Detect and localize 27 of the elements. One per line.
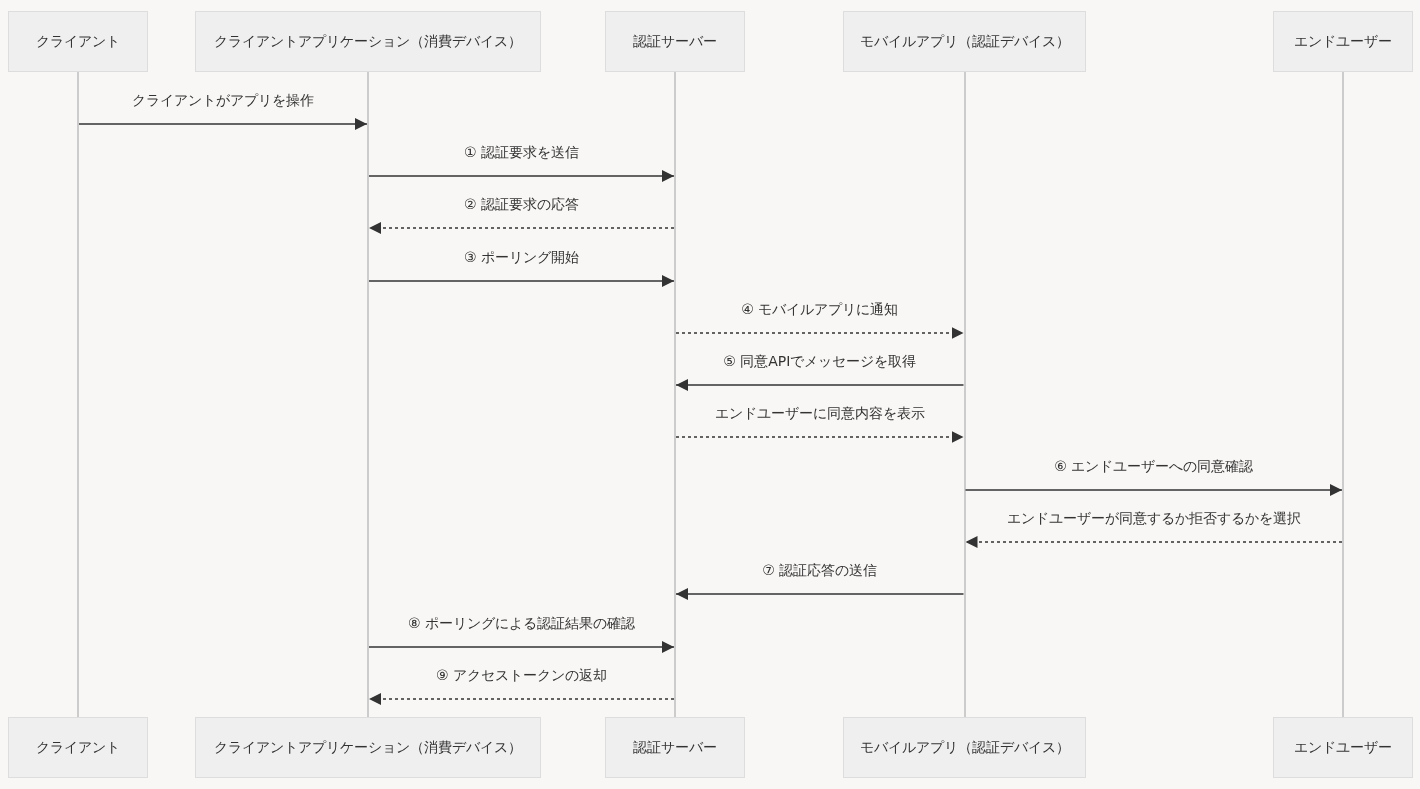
participant-box: クライアントアプリケーション（消費デバイス） — [195, 717, 541, 778]
participant-box: モバイルアプリ（認証デバイス） — [843, 11, 1086, 72]
message-arrow — [78, 118, 368, 130]
lifeline — [674, 72, 676, 717]
participant-box: クライアントアプリケーション（消費デバイス） — [195, 11, 541, 72]
message-arrow — [964, 536, 1343, 548]
lifeline — [367, 72, 369, 717]
message-arrow — [368, 641, 675, 653]
message-arrow — [368, 693, 675, 705]
message-arrow — [368, 275, 675, 287]
message-arrow — [675, 588, 965, 600]
participant-box: エンドユーザー — [1273, 11, 1413, 72]
participant-box: クライアント — [8, 11, 148, 72]
message-arrow — [368, 170, 675, 182]
lifeline — [77, 72, 79, 717]
message-arrow — [368, 222, 675, 234]
message-arrow — [675, 327, 965, 339]
participant-box: モバイルアプリ（認証デバイス） — [843, 717, 1086, 778]
participant-box: クライアント — [8, 717, 148, 778]
message-arrow — [675, 379, 965, 391]
participant-box: 認証サーバー — [605, 11, 745, 72]
participant-box: エンドユーザー — [1273, 717, 1413, 778]
message-arrow — [964, 484, 1343, 496]
lifeline — [1342, 72, 1344, 717]
lifeline — [963, 72, 966, 717]
participant-box: 認証サーバー — [605, 717, 745, 778]
message-arrow — [675, 431, 965, 443]
